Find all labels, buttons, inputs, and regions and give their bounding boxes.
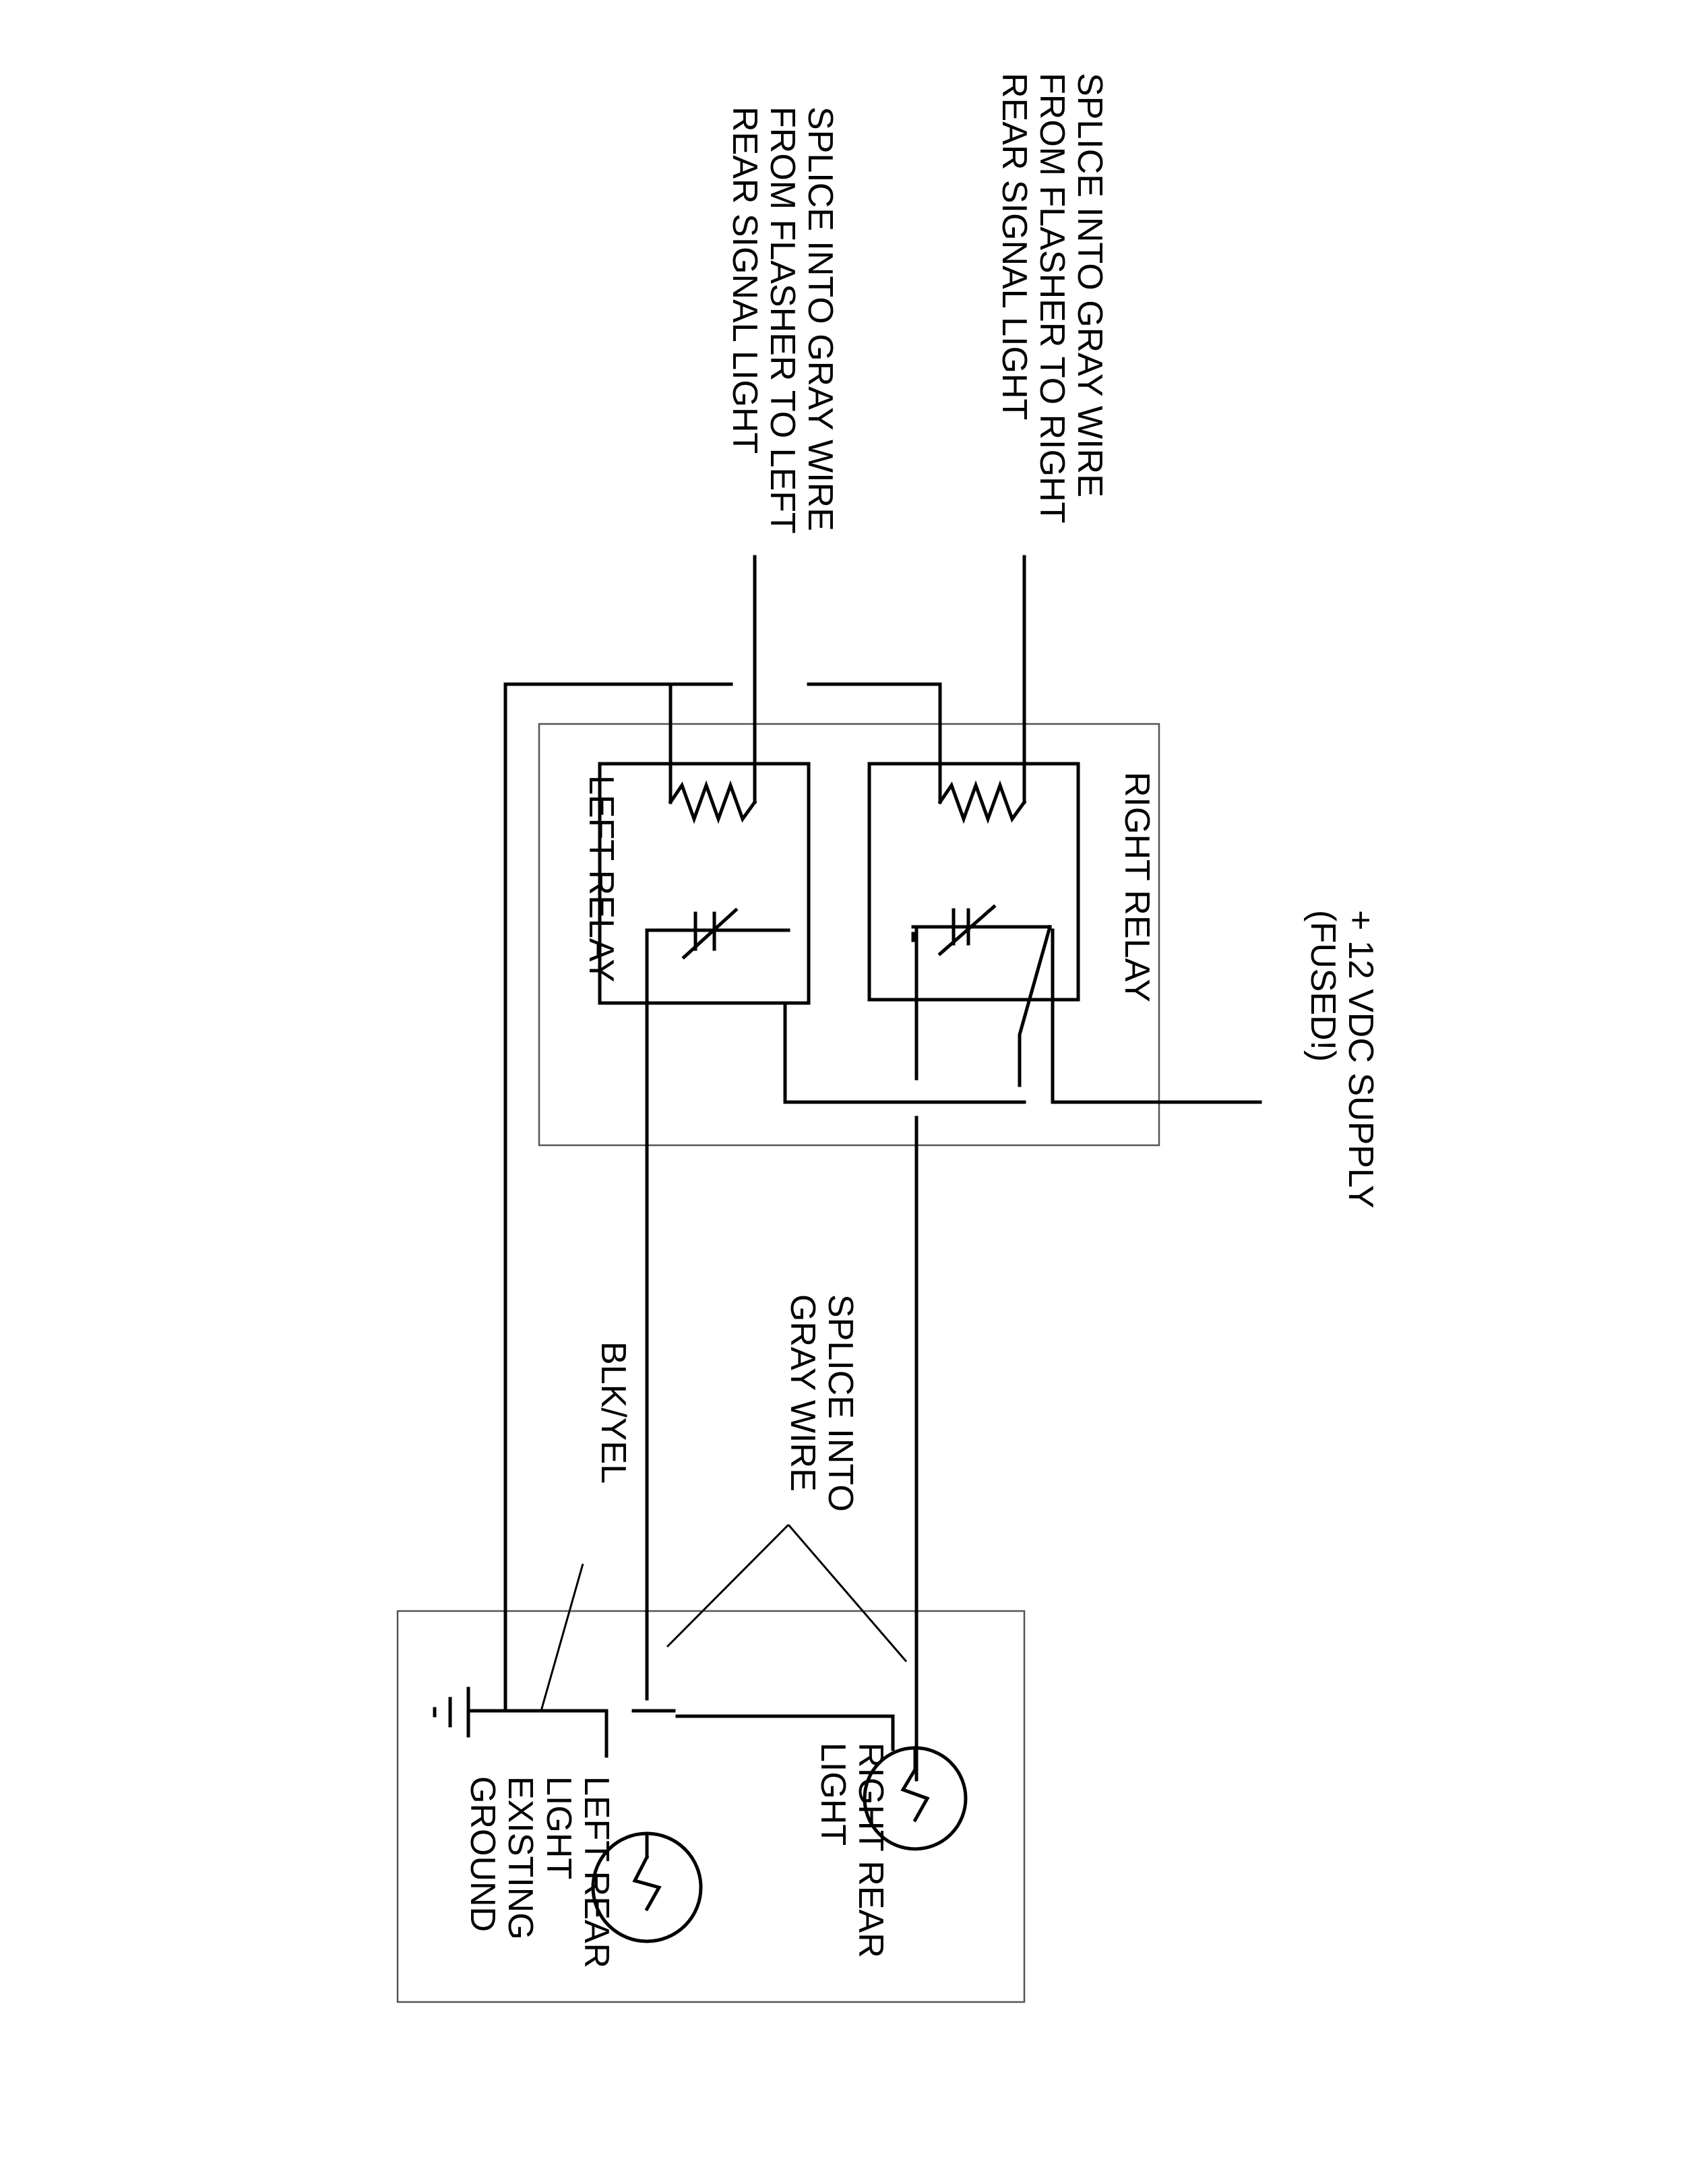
left-relay-contacts <box>645 907 790 960</box>
splice-gray-leader <box>666 1523 908 1662</box>
existing-ground-label: EXISTING GROUND <box>463 1776 540 1949</box>
supply-label: + 12 VDC SUPPLY (FUSED!) <box>1303 910 1380 1217</box>
light-enclosure <box>396 1610 1026 2003</box>
right-relay-box <box>867 762 1080 1002</box>
right-relay-coil <box>937 780 1027 824</box>
labels: SPLICE INTO GRAY WIRE FROM FLASHER TO RI… <box>463 73 1380 1978</box>
left-bulb-filament <box>632 1831 662 1912</box>
relay-enclosure <box>538 723 1160 1147</box>
left-relay-label: LEFT RELAY <box>582 775 621 982</box>
right-coil-return <box>807 682 942 804</box>
right-relay-switch <box>1018 924 1053 1087</box>
ground-symbol <box>433 1687 470 1738</box>
right-relay-label: RIGHT RELAY <box>1117 772 1156 1002</box>
wiring <box>396 555 1262 2003</box>
supply-bus <box>783 928 1262 1104</box>
left-rear-light-label: LEFT REAR LIGHT <box>539 1776 616 1978</box>
splice-left-label: SPLICE INTO GRAY WIRE FROM FLASHER TO LE… <box>725 107 840 543</box>
splice-gray-label: SPLICE INTO GRAY WIRE <box>783 1294 860 1521</box>
splice-right-label: SPLICE INTO GRAY WIRE FROM FLASHER TO RI… <box>995 73 1109 533</box>
ground-bus <box>466 1709 609 1758</box>
left-coil-return <box>668 682 733 804</box>
blk-yel-leader <box>540 1563 584 1711</box>
right-bulb-filament <box>900 1746 930 1823</box>
right-relay-contacts <box>911 904 1052 957</box>
right-light-return <box>675 1714 895 1751</box>
blk-yel-label: BLK/YEL <box>594 1341 633 1484</box>
left-relay-coil <box>668 780 757 824</box>
left-relay-box <box>598 762 811 1005</box>
right-rear-light-label: RIGHT REAR LIGHT <box>813 1742 890 1968</box>
